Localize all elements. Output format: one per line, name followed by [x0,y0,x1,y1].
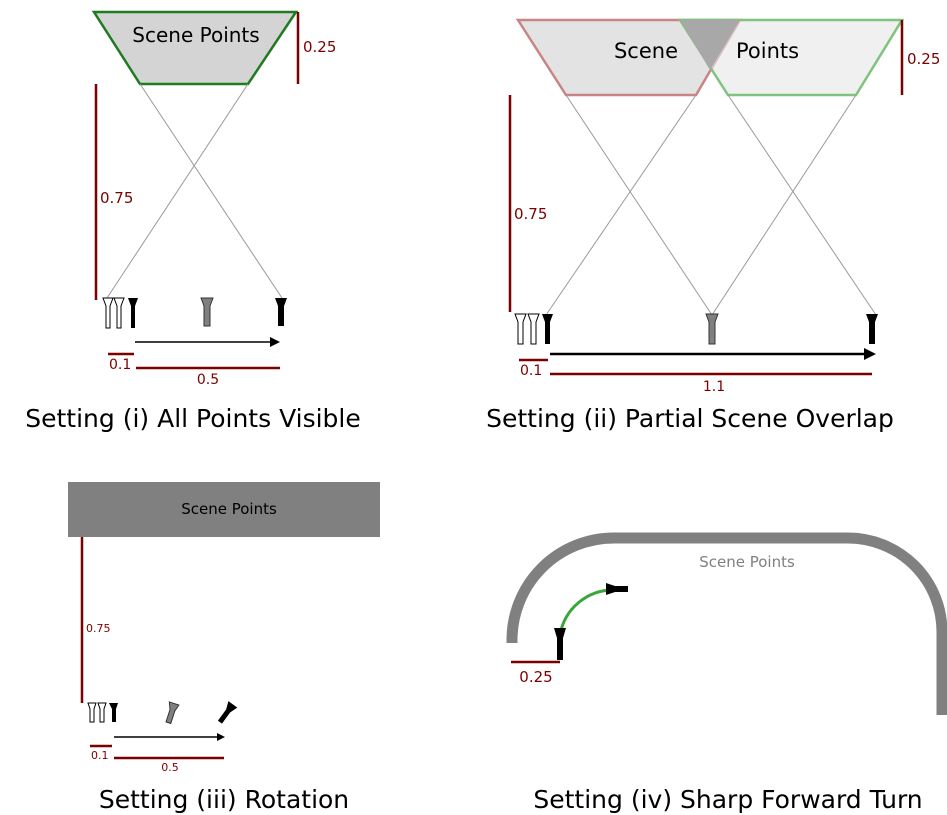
dim-label-offset: 0.1 [109,357,131,373]
dim-label-travel: 1.1 [703,379,725,395]
camera-icon-start [542,314,553,344]
panel-caption: Setting (iv) Sharp Forward Turn [533,785,922,814]
dim-label-camera-height: 0.75 [86,622,111,635]
scene-bar [68,482,380,537]
dim-label-scene-height: 0.25 [907,50,940,68]
motion-arrowhead [270,337,280,347]
frustum-ray [545,94,697,316]
scene-label: Scene Points [181,500,277,518]
camera-icon-start [128,298,138,328]
camera-icon-mid [200,297,214,327]
motion-arrowhead [217,733,225,741]
dim-label-travel: 0.5 [161,761,179,774]
frustum-ray [727,94,877,316]
panel-all-points-visible: Scene Points 0.25 0.75 0.1 0.5 Setting (… [25,10,361,433]
scene-label: Scene Points [699,553,795,571]
panel-caption: Setting (i) All Points Visible [25,404,361,433]
camera-icon-ghost [87,702,97,723]
camera-icon-ghost [113,297,125,329]
frustum-ray [711,94,857,316]
dim-label-camera-height: 0.75 [100,189,133,207]
camera-icon-end [866,314,878,344]
scene-label: Scene Points [132,23,259,47]
scene-arch [506,532,947,715]
camera-icon-ghost [514,313,527,345]
panel-sharp-forward-turn: Scene Points 0.25 Setting (iv) Sharp For… [506,532,947,814]
turn-trajectory [558,588,615,636]
scene-label-left: Scene [614,39,678,63]
dim-label-travel: 0.5 [197,372,219,388]
camera-icon-ghost [97,702,107,723]
camera-icon-start [109,703,118,722]
dim-label-radius: 0.25 [519,668,552,686]
scene-label-right: Points [736,39,799,63]
motion-arrowhead [864,348,876,360]
dim-label-offset: 0.1 [91,749,109,762]
dim-label-offset: 0.1 [520,363,542,379]
panel-caption: Setting (iii) Rotation [99,785,349,814]
camera-icon-end [606,583,628,595]
camera-icon-ghost [102,297,114,329]
frustum-ray [139,83,283,299]
panel-partial-scene-overlap: Scene Points 0.25 0.75 0.1 1.1 Setting (… [486,18,940,433]
panel-caption: Setting (ii) Partial Scene Overlap [486,404,894,433]
panel-rotation: Scene Points 0.75 0.1 0.5 Setting (iii) … [68,482,380,814]
camera-icon-end [275,298,287,326]
frustum-ray [565,94,713,316]
camera-icon-start [554,628,566,660]
camera-icon-rotated-end [217,701,238,724]
frustum-ray [106,83,249,299]
camera-icon-ghost [527,313,540,345]
camera-icon-rotated-mid [165,701,180,725]
scene-overlap-region [680,20,740,70]
camera-icon-mid [705,313,719,345]
dim-label-camera-height: 0.75 [514,205,547,223]
dim-label-scene-height: 0.25 [303,38,336,56]
